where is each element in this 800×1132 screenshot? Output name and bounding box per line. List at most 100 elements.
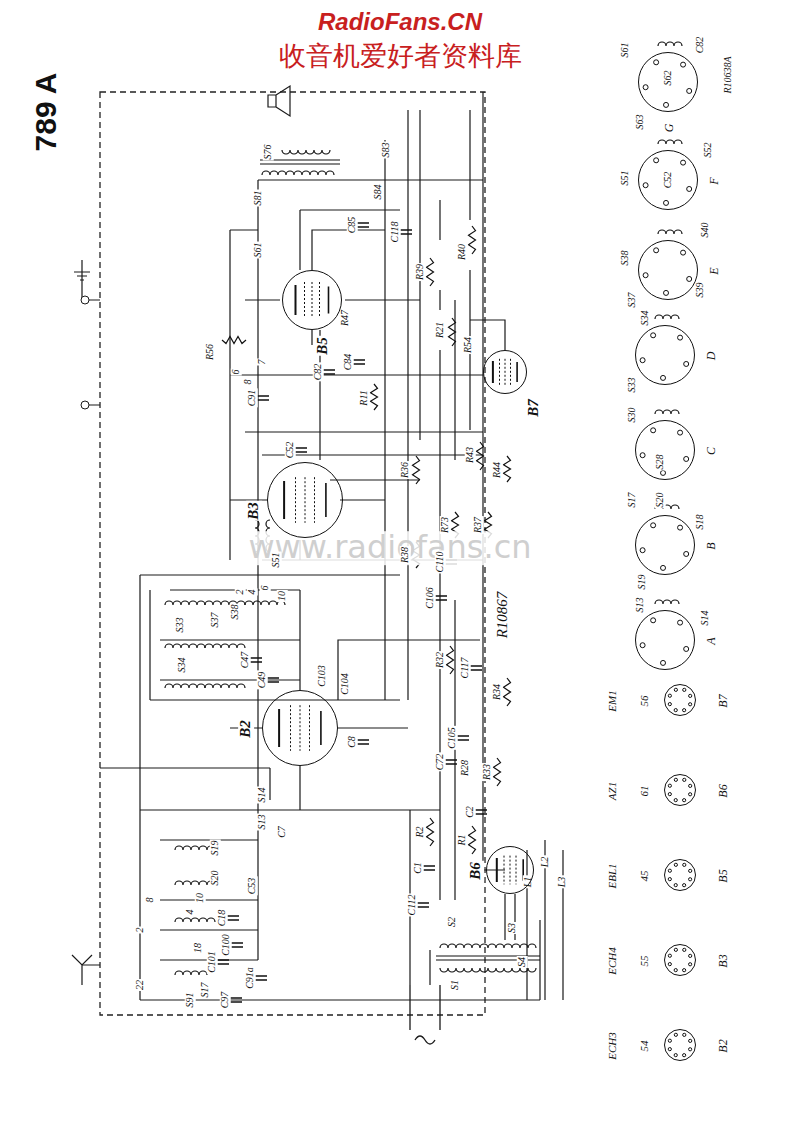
tube-symbol: B7 <box>483 350 527 394</box>
pin-dot <box>687 276 692 281</box>
part-label: 2 <box>135 927 146 934</box>
tube-grid <box>510 856 511 885</box>
pin-dot <box>674 863 677 866</box>
pin-dot <box>689 1039 692 1042</box>
part-label: S91 <box>185 992 196 1009</box>
socket-label: EBL1 <box>607 862 619 889</box>
part-label: C8 <box>347 735 358 749</box>
part-label: R39 <box>415 263 426 281</box>
tube-cathode <box>320 711 322 745</box>
capacitor-symbol <box>357 223 369 227</box>
resistor-symbol <box>222 337 246 344</box>
capacitor-symbol <box>400 230 412 234</box>
part-label: S28 <box>655 454 666 471</box>
terminal <box>81 296 89 304</box>
coil-symbol <box>440 968 536 972</box>
part-label: S76 <box>263 144 274 161</box>
tube-grid <box>510 359 511 385</box>
pin-dot <box>683 799 686 802</box>
site-subheader: 收音机爱好者资料库 <box>278 42 523 70</box>
coil-base-diagram: D <box>635 325 695 385</box>
tube-symbol: B3 <box>267 462 343 538</box>
capacitor-symbol <box>470 666 482 670</box>
tube-grid <box>295 477 296 523</box>
pin-dot <box>689 793 692 796</box>
pin-dot <box>674 948 677 951</box>
tube-socket-diagram: ECH354B2 <box>664 1029 696 1061</box>
pin-dot <box>681 160 686 165</box>
coil-symbol <box>655 600 679 604</box>
part-label: C72 <box>435 753 446 772</box>
pin-dot <box>640 358 645 363</box>
speaker-symbol <box>268 86 290 116</box>
tube-label: B5 <box>315 336 331 356</box>
part-label: S17 <box>200 982 211 999</box>
component-symbols <box>165 42 692 1057</box>
coil-base-diagram: G <box>638 52 698 112</box>
pin-dot <box>643 273 648 278</box>
coil-base-diagram: A <box>635 610 695 670</box>
tube-anode <box>496 858 498 882</box>
tube-symbol: B5 <box>282 270 342 330</box>
diagram-letter: G <box>663 123 676 134</box>
coil-base-diagram: C <box>635 420 695 480</box>
watermark: www.radiofans.cn <box>247 531 532 565</box>
socket-label: B7 <box>717 693 730 708</box>
coil-symbol <box>175 918 215 922</box>
pin-dot <box>661 565 666 570</box>
part-label: S39 <box>695 282 706 299</box>
pin-dot <box>674 969 677 972</box>
coil-base-diagram: F <box>638 150 698 210</box>
part-label: L1 <box>523 876 534 889</box>
part-label: R28 <box>460 759 471 777</box>
capacitor-symbol <box>267 678 279 682</box>
tube-cathode <box>328 287 330 314</box>
pin-dot <box>684 361 689 366</box>
resistor-symbol <box>504 678 511 706</box>
socket-label: ECH3 <box>607 1031 619 1061</box>
part-label: R10638A <box>723 55 734 94</box>
tube-anode <box>295 285 297 315</box>
capacitor-symbol <box>445 760 457 764</box>
pin-dot <box>643 183 648 188</box>
capacitor-symbol <box>353 360 365 364</box>
part-label: R37 <box>473 516 484 534</box>
part-label: C103 <box>317 664 328 688</box>
coil-symbol <box>165 601 205 605</box>
part-label: R21 <box>435 321 446 339</box>
diagram-letter: E <box>708 266 721 275</box>
part-label: S37 <box>210 612 221 629</box>
part-label: S18 <box>695 514 706 531</box>
part-label: S34 <box>177 657 188 674</box>
capacitor-symbol <box>475 810 487 814</box>
tube-symbol: B6 <box>486 846 534 894</box>
coil-symbol <box>655 315 679 319</box>
socket-label: B2 <box>717 1038 730 1053</box>
tube-grid <box>516 856 517 885</box>
socket-label: B5 <box>717 868 730 883</box>
part-label: C112 <box>407 894 418 917</box>
pin-dot <box>681 250 686 255</box>
capacitor-symbol <box>250 658 262 662</box>
part-label: S83 <box>381 142 392 159</box>
part-label: S14 <box>700 610 711 627</box>
resistor-symbol <box>371 384 378 410</box>
pin-dot <box>674 1033 677 1036</box>
part-label: C2 <box>465 805 476 819</box>
part-label: S20 <box>655 492 666 509</box>
site-header: RadioFans.CN <box>317 9 483 34</box>
part-label: S61 <box>620 42 631 59</box>
part-label: C52 <box>663 171 674 190</box>
socket-label: ECH4 <box>607 946 619 976</box>
part-label: C7 <box>277 825 288 839</box>
pin-dot <box>664 290 669 295</box>
pin-dot <box>668 954 671 957</box>
pin-dot <box>640 453 645 458</box>
part-label: C82 <box>695 36 706 55</box>
tube-grid <box>319 282 320 318</box>
pin-dot <box>681 62 686 67</box>
part-label: S37 <box>627 292 638 309</box>
pin-dot <box>668 963 671 966</box>
